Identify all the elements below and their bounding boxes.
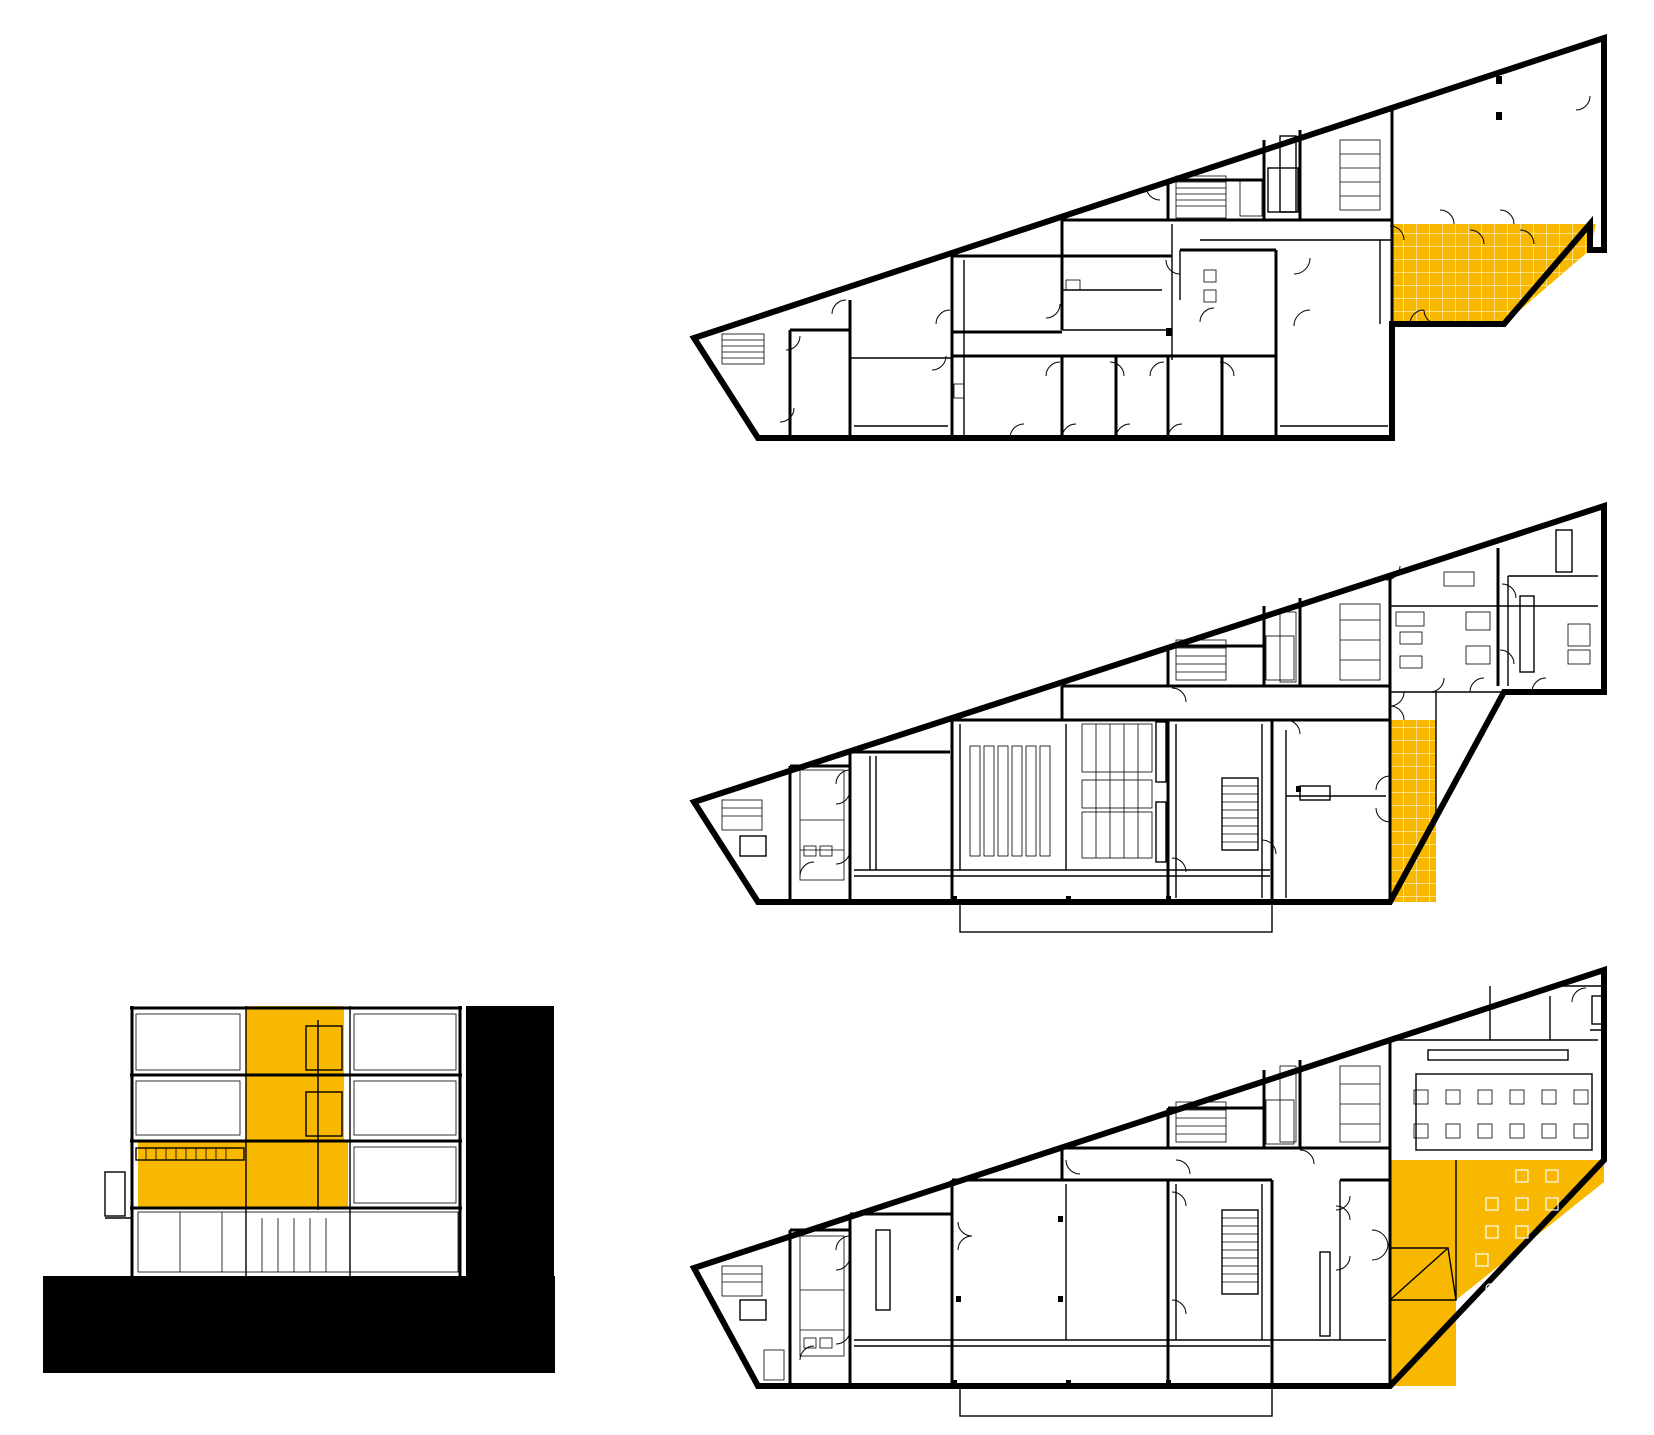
plan-outline: [689, 33, 1607, 441]
terrace-tiled-area: [1392, 224, 1596, 324]
balcony-outline: [959, 1385, 1273, 1417]
section-walls: [130, 1006, 462, 1360]
floor-plan-middle: [689, 501, 1607, 933]
floor-plan-upper: [689, 33, 1607, 441]
wc-fixtures: [953, 135, 1381, 399]
interior-walls: [788, 986, 1598, 1386]
office-furniture: [721, 529, 1591, 902]
section-slabs: [130, 1006, 462, 1361]
door-swings: [799, 565, 1547, 877]
balcony-outline: [959, 901, 1273, 933]
interior-walls: [788, 548, 1598, 902]
cafe-tables: [1413, 1089, 1589, 1293]
door-swings: [779, 95, 1591, 439]
section-core-highlight-mid: [138, 1142, 348, 1208]
door-swings: [799, 987, 1587, 1361]
plan-outline: [689, 965, 1607, 1389]
section-rooms: [104, 1013, 459, 1352]
floor-plan-lower: [689, 965, 1607, 1417]
stair-and-furniture: [721, 1049, 1593, 1386]
interior-walls: [721, 76, 1502, 438]
terrace-tiled-strip: [1390, 720, 1436, 902]
building-section: [43, 1006, 555, 1373]
plan-outline: [689, 501, 1607, 905]
ground-mass-fill: [43, 1276, 139, 1373]
auditorium-seating: [969, 721, 1259, 863]
